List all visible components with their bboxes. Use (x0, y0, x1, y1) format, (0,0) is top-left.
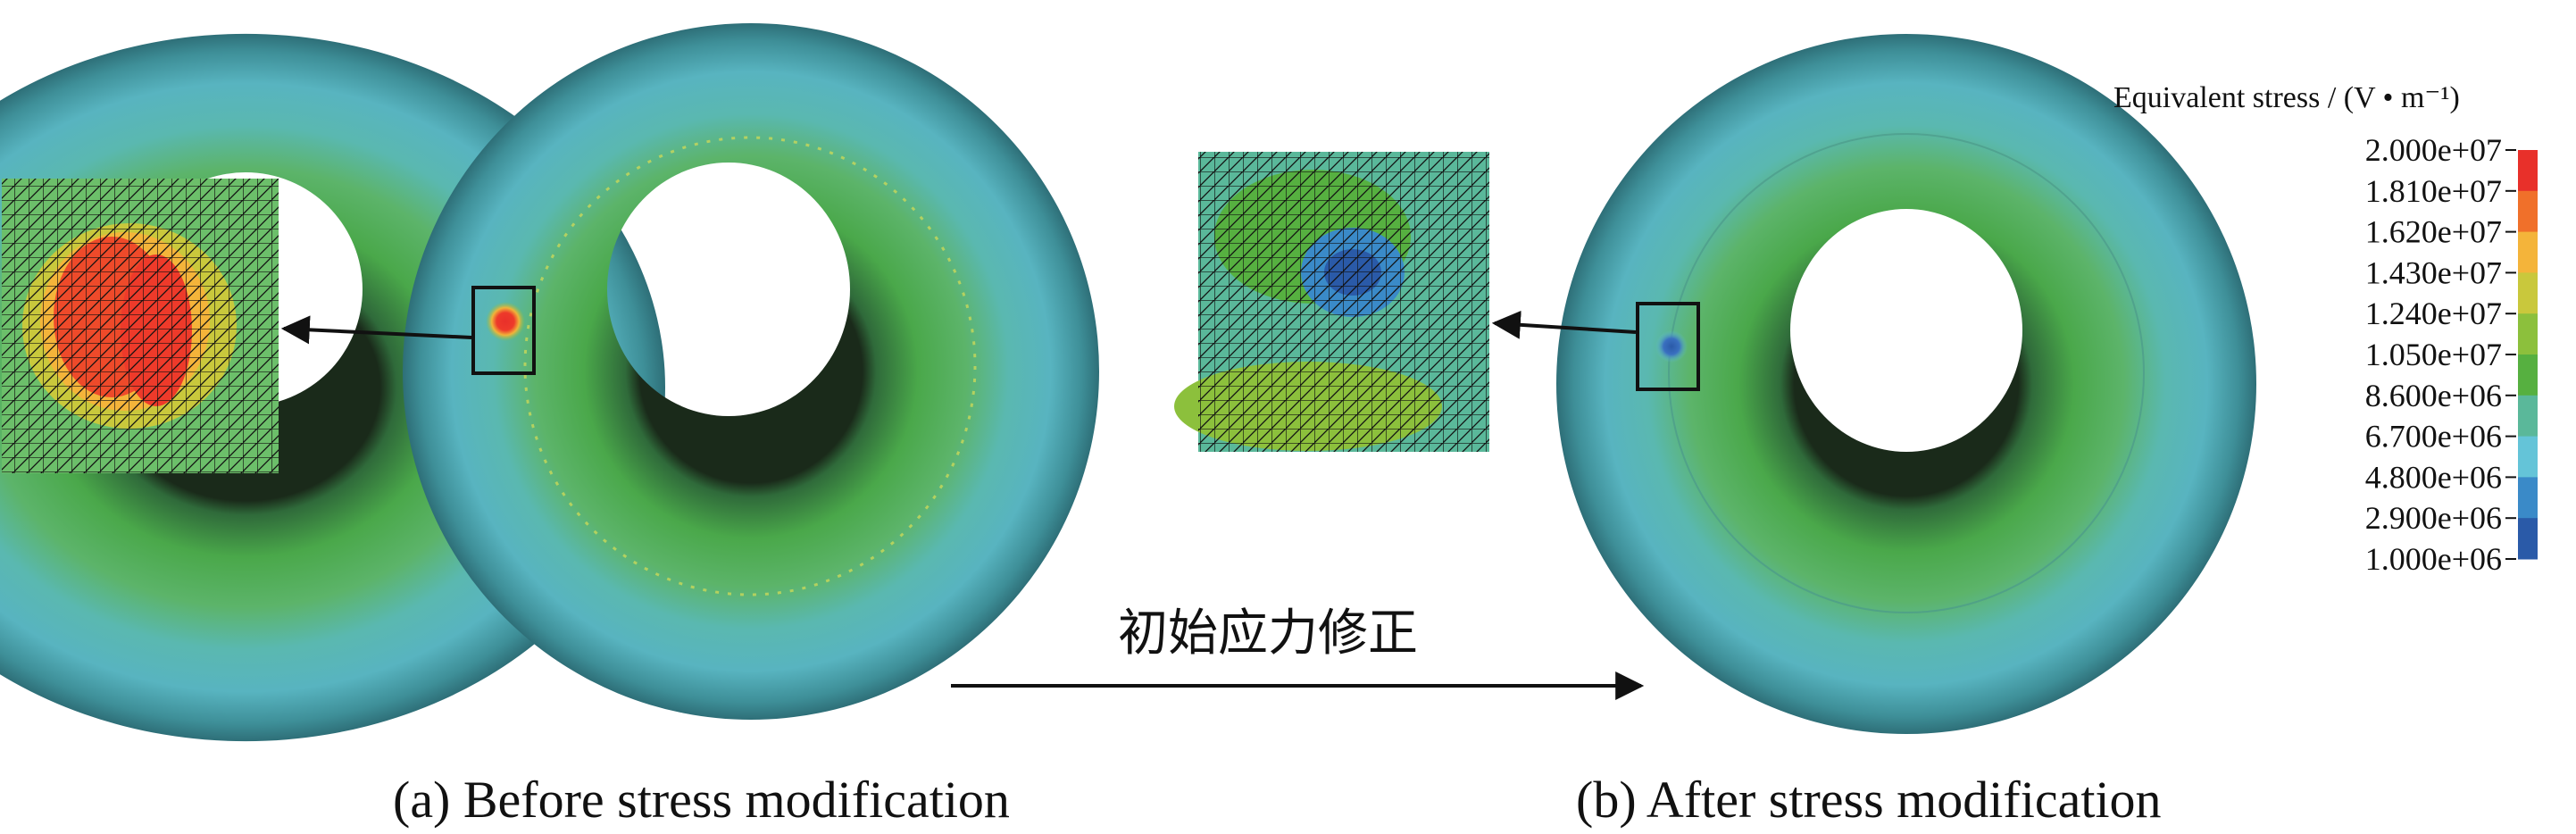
ring-b-body (1556, 34, 2256, 734)
legend-swatch (2518, 150, 2538, 192)
legend-swatch (2518, 354, 2538, 396)
legend-swatch (2518, 436, 2538, 478)
legend-swatch (2518, 313, 2538, 355)
highlight-box-a (471, 286, 536, 375)
zoom-inset-a (2, 179, 279, 473)
legend-tick-label: 2.900e+06 (2365, 500, 2502, 536)
legend: Equivalent stress / (V • m⁻¹) 2.000e+07 1… (2113, 81, 2538, 577)
legend-swatch (2518, 272, 2538, 314)
legend-swatch (2518, 518, 2538, 560)
transition-arrow: 初始应力修正 (951, 605, 1645, 700)
legend-colorbar (2518, 150, 2538, 560)
legend-tick-label: 1.000e+06 (2365, 541, 2502, 577)
legend-tick-label: 1.240e+07 (2365, 296, 2502, 331)
legend-tick-label: 1.430e+07 (2365, 254, 2502, 290)
legend-tick-label: 1.810e+07 (2365, 173, 2502, 209)
legend-swatch (2518, 477, 2538, 519)
leader-arrow-b (1491, 310, 1637, 339)
coldspot-b (1655, 330, 1688, 363)
hotspot-a (486, 302, 525, 341)
legend-swatch (2518, 395, 2538, 438)
arrow-label: 初始应力修正 (1118, 605, 1418, 663)
caption-a: (a) Before stress modification (393, 771, 1010, 829)
legend-ticks: 2.000e+07 1.810e+07 1.620e+07 1.430e+07 1.24… (2365, 132, 2516, 577)
leader-arrow-a (280, 315, 472, 345)
legend-title: Equivalent stress / (V • m⁻¹) (2113, 81, 2460, 114)
legend-tick-label: 1.620e+07 (2365, 214, 2502, 250)
panel-a: (a) Before stress modification (0, 23, 1099, 829)
ring-a-body (403, 23, 1099, 720)
panel-b: (b) After stress modification (1174, 34, 2256, 829)
legend-swatch (2518, 231, 2538, 273)
caption-b: (b) After stress modification (1576, 771, 2162, 829)
legend-tick-label: 1.050e+07 (2365, 337, 2502, 372)
legend-tick-label: 4.800e+06 (2365, 459, 2502, 495)
legend-tick-label: 2.000e+07 (2365, 132, 2502, 168)
legend-tick-label: 6.700e+06 (2365, 419, 2502, 455)
legend-tick-label: 8.600e+06 (2365, 378, 2502, 413)
legend-swatch (2518, 190, 2538, 233)
zoom-inset-b (1174, 152, 1489, 452)
highlight-box-b (1636, 302, 1700, 391)
